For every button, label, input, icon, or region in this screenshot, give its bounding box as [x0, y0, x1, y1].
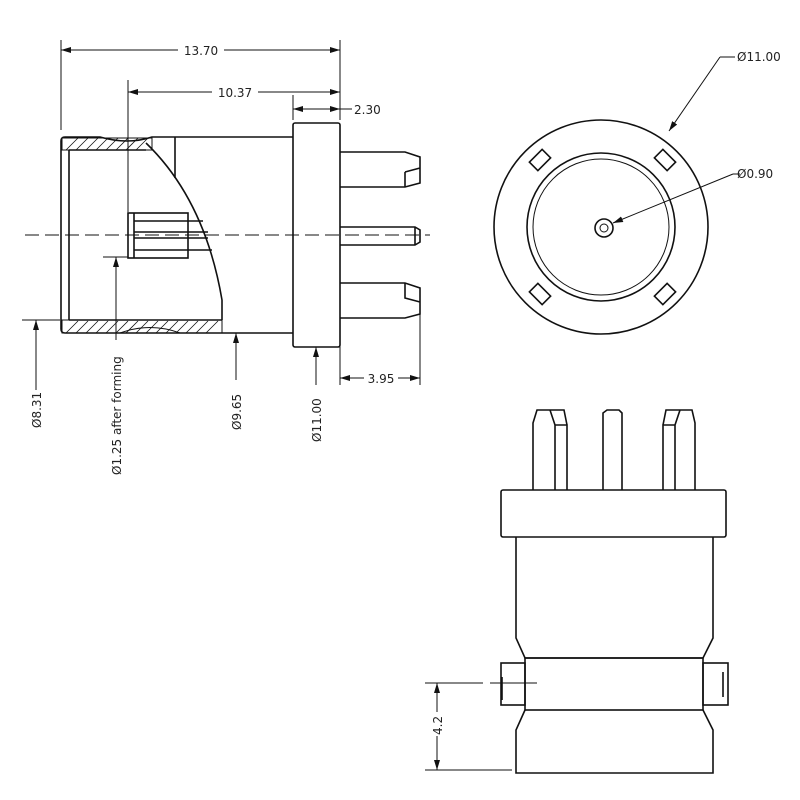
hatch-line [135, 137, 149, 151]
pin-bottom [340, 282, 421, 319]
hatch-line [135, 320, 149, 334]
flange-bottom [500, 489, 727, 538]
dim-flange-thickness: 2.30 [354, 103, 381, 117]
hatch-line [95, 320, 109, 334]
dim-flange-dia-front: Ø11.00 [737, 50, 781, 64]
bottom-view: 4.2 [425, 409, 729, 774]
hatch-line [85, 320, 99, 334]
dim-height: 4.2 [431, 716, 445, 735]
hatch-line [75, 137, 89, 151]
dim-flange-dia-side: Ø11.00 [310, 398, 324, 442]
hatch-line [85, 137, 99, 151]
hatch-line [185, 320, 199, 334]
hatch-line [95, 137, 109, 151]
hatch-line [165, 320, 179, 334]
center-pin [594, 218, 614, 238]
hatch-line [115, 320, 129, 334]
pin-mid [602, 409, 623, 490]
dim-pin-length: 3.95 [368, 372, 395, 386]
hatch-line [155, 320, 169, 334]
dim-overall-length: 13.70 [184, 44, 218, 58]
hatch-line [195, 320, 209, 334]
dim-body-dia: Ø9.65 [230, 394, 244, 430]
pin-right [662, 409, 696, 490]
pin-left [532, 409, 568, 490]
hatch-line [65, 137, 79, 151]
hatch-line [175, 320, 189, 334]
front-view: Ø11.00 Ø0.90 [493, 50, 781, 335]
hatch-line [205, 320, 219, 334]
hatch-line [115, 137, 129, 151]
pin-center [340, 226, 421, 246]
hatch-line [125, 320, 139, 334]
hatch-line [145, 320, 159, 334]
pin-top [340, 151, 421, 188]
dim-body-length: 10.37 [218, 86, 252, 100]
dim-contact-dia: Ø1.25 after forming [110, 356, 124, 475]
dim-pin-dia: Ø0.90 [737, 167, 773, 181]
hatch-line [75, 320, 89, 334]
side-view: 13.70 10.37 2.30 3.95 Ø8.31 Ø1.25 after … [22, 40, 430, 475]
hatch-line [65, 320, 79, 334]
flange-outline [493, 119, 709, 335]
dim-inner-dia: Ø8.31 [30, 392, 44, 428]
